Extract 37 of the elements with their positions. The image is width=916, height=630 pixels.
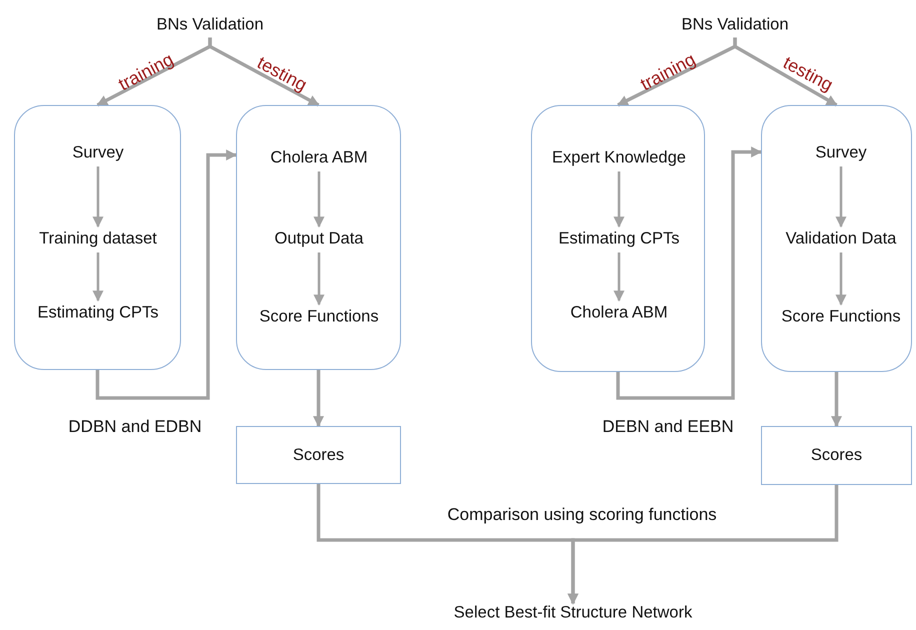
step-text: Score Functions: [259, 308, 379, 326]
step-text: Cholera ABM: [270, 148, 368, 168]
step-text: Training dataset: [39, 230, 157, 248]
process-box: Scores: [236, 426, 401, 484]
node-text: Select Best-fit Structure Network: [454, 604, 692, 622]
arrow: [836, 252, 846, 306]
arrow: [836, 166, 846, 228]
step-text: Expert Knowledge: [552, 148, 686, 168]
step-text: Estimating CPTs: [558, 230, 680, 248]
node-text: BNs Validation: [156, 16, 264, 34]
step-text: Score Functions: [781, 308, 901, 326]
step-text: Output Data: [274, 230, 364, 248]
process-box: Scores: [761, 426, 912, 485]
arrow: [614, 252, 624, 302]
arrow: [733, 37, 838, 107]
edge-label: Comparison using scoring functions: [445, 505, 719, 525]
arrow: [313, 370, 324, 428]
group-container: [761, 105, 912, 372]
arrow: [616, 146, 762, 400]
step-text: Estimating CPTs: [37, 304, 159, 322]
arrow: [92, 166, 104, 228]
node-text: BNs Validation: [682, 16, 788, 34]
group-container: [531, 105, 705, 372]
step-text: Validation Data: [786, 230, 896, 248]
step-text: Survey: [72, 144, 124, 162]
arrow: [614, 171, 624, 228]
group-container: [14, 105, 181, 370]
arrow: [831, 372, 842, 428]
arrow: [568, 485, 838, 605]
step-text: Cholera ABM: [570, 304, 668, 322]
arrow: [314, 252, 324, 306]
arrow: [92, 252, 104, 302]
group-container: [236, 105, 401, 370]
arrow: [208, 37, 320, 107]
step-text: Survey: [815, 144, 867, 162]
arrow: [96, 150, 238, 400]
arrow: [314, 171, 324, 228]
